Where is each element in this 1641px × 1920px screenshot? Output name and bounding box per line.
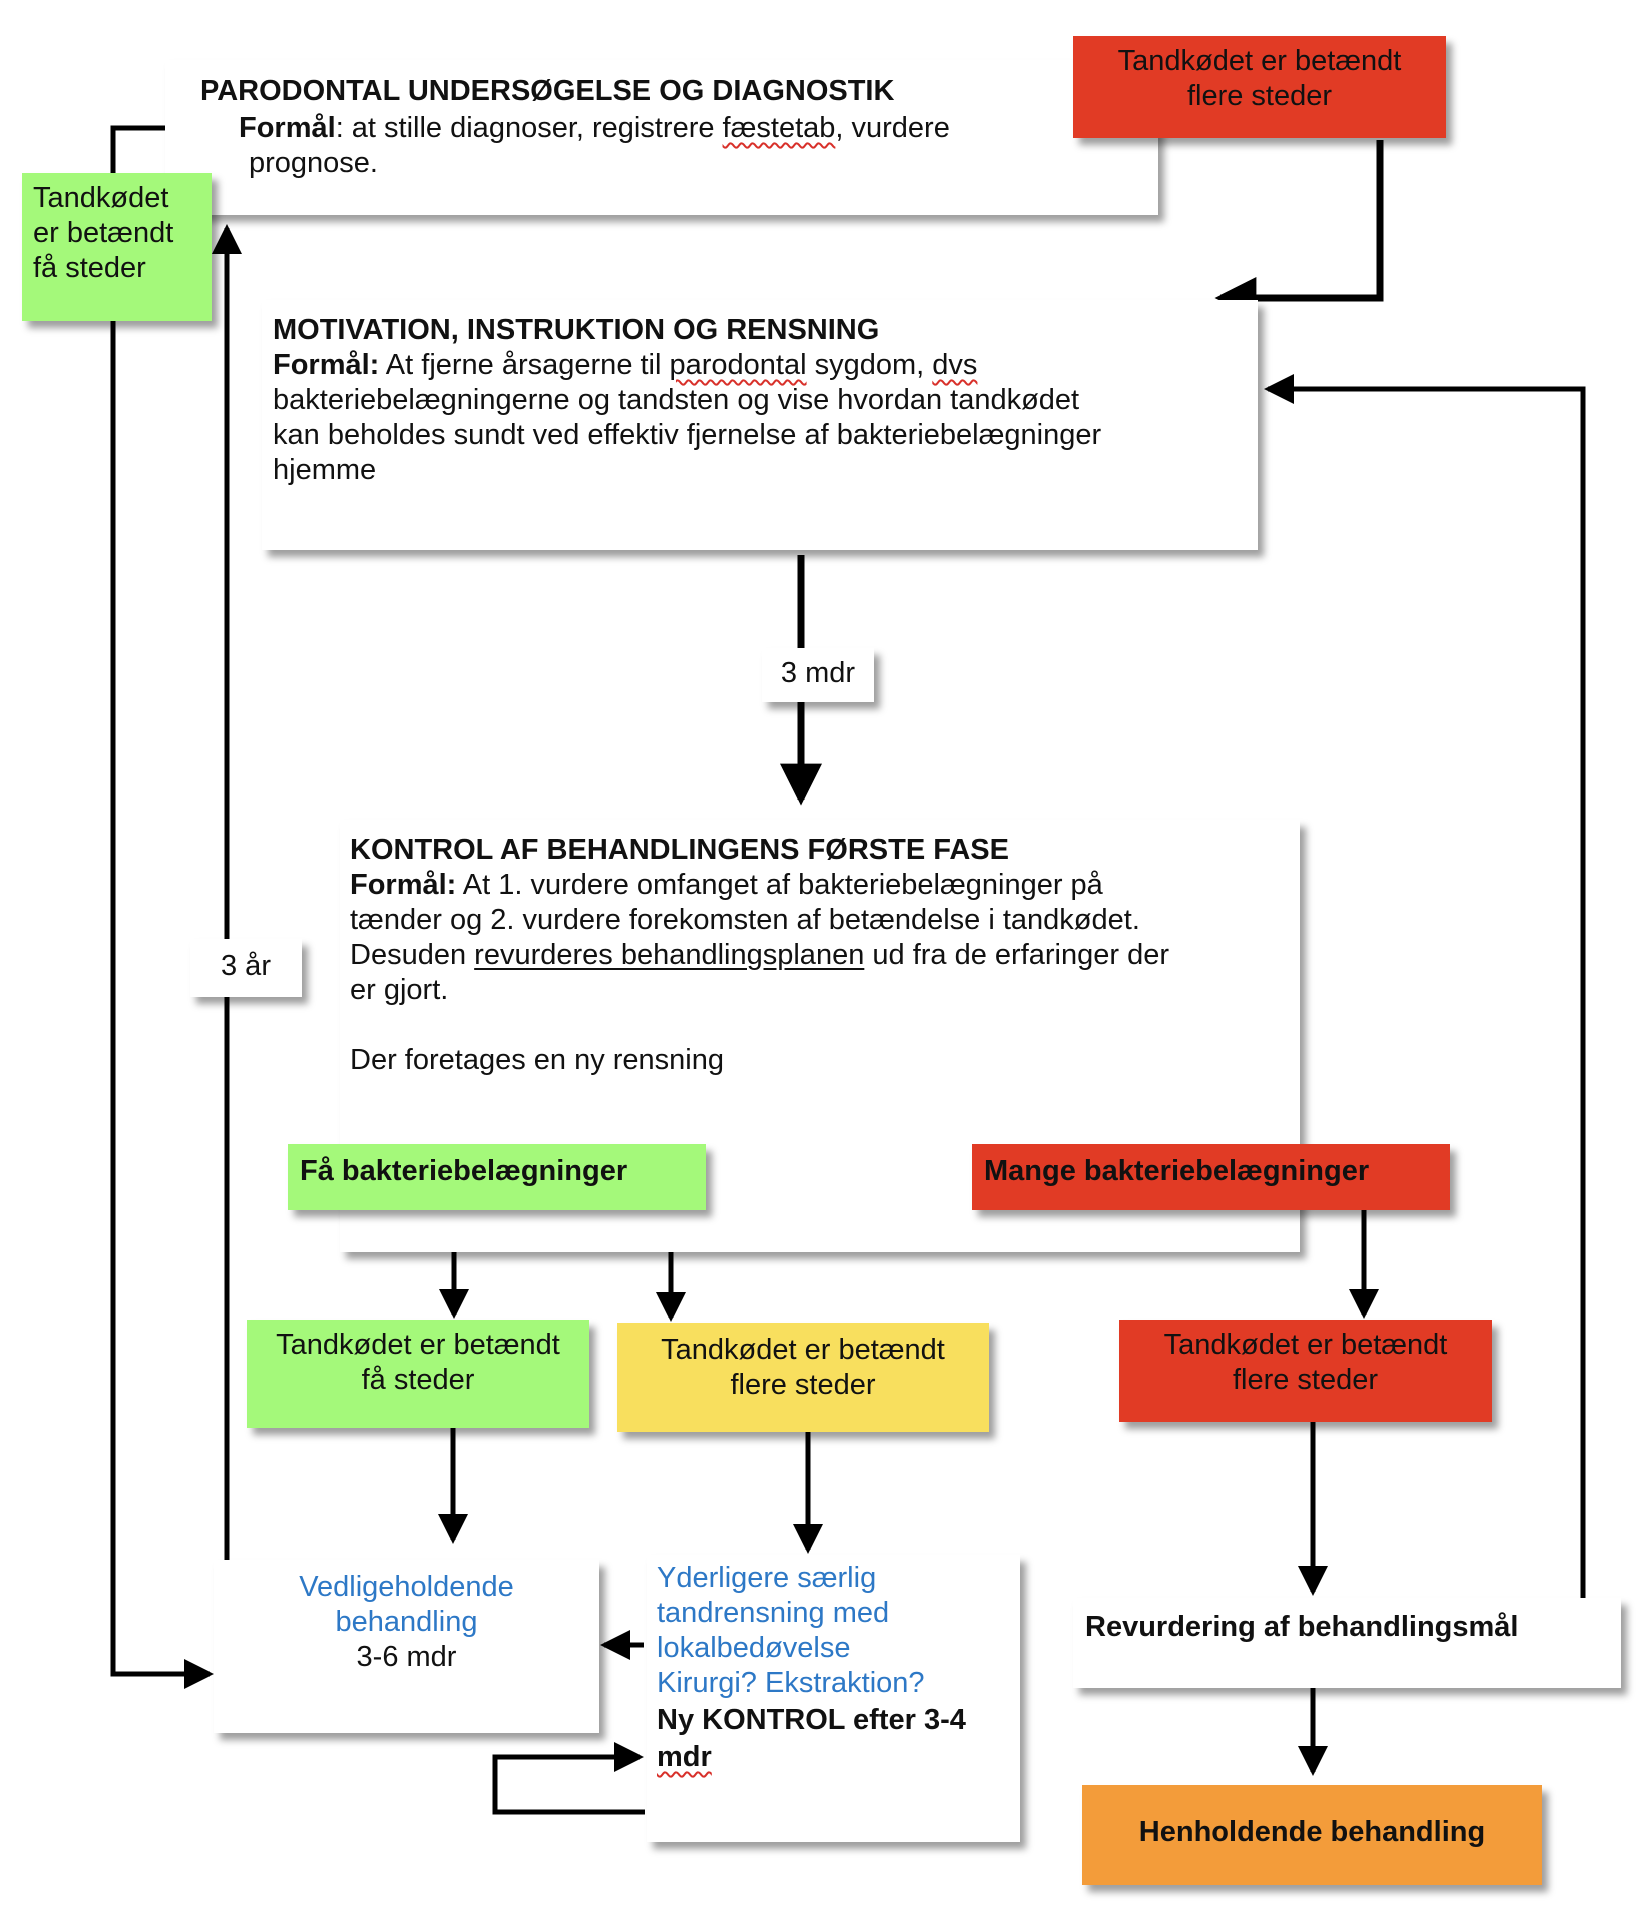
parodontal-purpose-squiggle: fæstetab (722, 112, 836, 144)
parodontal-purpose-label: Formål (239, 112, 336, 144)
further-treatment-box: Yderligere særlig tandrensning med lokal… (647, 1555, 1020, 1842)
kontrol-purpose-label: Formål: (350, 869, 457, 901)
motivation-line1a: At fjerne årsagerne til (379, 349, 670, 381)
parodontal-examination-box: PARODONTAL UNDERSØGELSE OG DIAGNOSTIK Fo… (165, 60, 1158, 215)
maintenance-line2: behandling (335, 1606, 478, 1638)
many-plaque-text: Mange bakteriebelægninger (984, 1155, 1370, 1187)
kontrol-line4: er gjort. (350, 974, 449, 1006)
parodontal-title: PARODONTAL UNDERSØGELSE OG DIAGNOSTIK (200, 75, 895, 107)
henholdende-text: Henholdende behandling (1138, 1816, 1486, 1848)
kontrol-line5: Der foretages en ny rensning (350, 1044, 724, 1076)
further-line4: Kirurgi? Ekstraktion? (657, 1667, 925, 1699)
parodontal-purpose-text-a: : at stille diagnoser, registrere (335, 112, 723, 144)
motivation-box: MOTIVATION, INSTRUKTION OG RENSNING Form… (262, 300, 1258, 550)
motivation-line3: kan beholdes sundt ved effektiv fjernels… (273, 419, 1102, 451)
label-3-mdr-text: 3 mdr (780, 657, 856, 689)
left-green-line2: er betændt (33, 217, 174, 249)
few-plaque-box: Få bakteriebelægninger (288, 1144, 706, 1210)
mid-yellow-line1: Tandkødet er betændt (661, 1334, 945, 1366)
kontrol-title: KONTROL AF BEHANDLINGENS FØRSTE FASE (350, 834, 1009, 866)
further-line6: mdr (657, 1741, 712, 1773)
further-line1: Yderligere særlig (657, 1562, 877, 1594)
mid-yellow-line2: flere steder (730, 1369, 876, 1401)
motivation-line1b: sygdom, (806, 349, 933, 381)
mid-red-line1: Tandkødet er betændt (1163, 1329, 1448, 1361)
revurdering-box: Revurdering af behandlingsmål (1073, 1598, 1621, 1688)
maintenance-box: Vedligeholdende behandling 3-6 mdr (214, 1560, 599, 1733)
left-green-line1: Tandkødet (33, 182, 169, 214)
few-plaque-text: Få bakteriebelægninger (300, 1155, 628, 1187)
label-3-mdr: 3 mdr (762, 648, 874, 702)
revurdering-text: Revurdering af behandlingsmål (1085, 1611, 1519, 1643)
kontrol-line3a: Desuden (350, 939, 475, 971)
label-3-aar: 3 år (190, 939, 302, 997)
kontrol-line3b: ud fra de erfaringer der (864, 939, 1169, 971)
motivation-line4: hjemme (273, 454, 377, 486)
many-plaque-box: Mange bakteriebelægninger (972, 1144, 1450, 1210)
maintenance-line1: Vedligeholdende (299, 1571, 514, 1603)
further-line5: Ny KONTROL efter 3-4 (657, 1704, 966, 1736)
label-3-aar-text: 3 år (221, 950, 271, 982)
mid-yellow-box: Tandkødet er betændt flere steder (617, 1323, 989, 1432)
motivation-purpose-label: Formål: (273, 349, 380, 381)
mid-red-line2: flere steder (1232, 1364, 1379, 1396)
top-red-box: Tandkødet er betændt flere steder (1073, 36, 1446, 138)
arrow-left-loop-to-maintenance (110, 125, 215, 1689)
top-red-line2: flere steder (1186, 80, 1333, 112)
motivation-squiggle-dvs: dvs (932, 349, 978, 381)
parodontal-purpose-text-b: , vurdere (835, 112, 950, 144)
mid-green-line1: Tandkødet er betændt (276, 1329, 560, 1361)
motivation-squiggle-parodontal: parodontal (669, 349, 807, 381)
further-line3: lokalbedøvelse (657, 1632, 851, 1664)
top-red-line1: Tandkødet er betændt (1117, 45, 1402, 77)
motivation-line2: bakteriebelægningerne og tandsten og vis… (273, 384, 1080, 416)
left-green-line3: få steder (33, 252, 146, 284)
mid-green-line2: få steder (361, 1364, 475, 1396)
maintenance-line3: 3-6 mdr (356, 1641, 457, 1673)
further-line2: tandrensning med (657, 1597, 890, 1629)
motivation-title: MOTIVATION, INSTRUKTION OG RENSNING (273, 314, 880, 346)
arrow-red-to-motivation (1214, 140, 1384, 319)
parodontal-purpose-text-c: prognose. (249, 147, 378, 179)
arrow-recontrol-loop (492, 1742, 645, 1815)
kontrol-line2: tænder og 2. vurdere forekomsten af betæ… (350, 904, 1140, 936)
arrow-revurdering-to-motivation (1263, 374, 1586, 1598)
kontrol-line1: At 1. vurdere omfanget af bakteriebelægn… (456, 869, 1103, 901)
mid-red-box: Tandkødet er betændt flere steder (1119, 1320, 1492, 1422)
kontrol-line3-underlined: revurderes behandlingsplanen (474, 939, 865, 971)
left-green-box: Tandkødet er betændt få steder (22, 173, 212, 321)
henholdende-box: Henholdende behandling (1082, 1785, 1542, 1885)
mid-green-box: Tandkødet er betændt få steder (247, 1320, 589, 1428)
